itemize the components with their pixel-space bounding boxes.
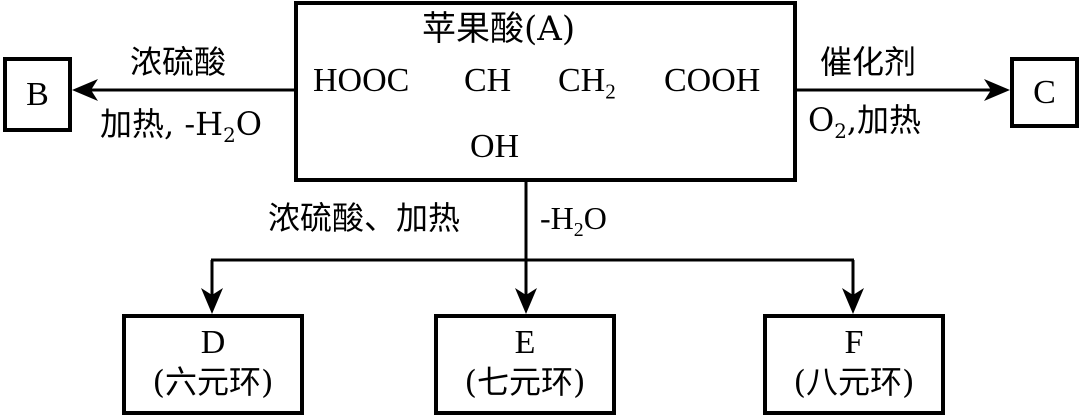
product-c-box	[1010, 57, 1079, 128]
product-b-box	[3, 57, 72, 132]
down-condition-text: -H	[540, 200, 574, 236]
formula-ch2-sub: 2	[605, 79, 616, 104]
left-condition-above: 浓硫酸	[130, 43, 227, 81]
product-c-label: C	[1033, 74, 1056, 111]
left-condition-below: 加热, -H2O	[100, 105, 262, 145]
left-condition-sub: 2	[223, 123, 236, 147]
formula-oh: OH	[470, 128, 520, 165]
product-f-letter: F	[844, 324, 864, 361]
down-condition-sub: 2	[573, 218, 584, 241]
left-condition-text: 加热, -H	[100, 105, 224, 143]
formula-ch: CH	[464, 62, 512, 99]
formula-ch2: CH2	[558, 62, 616, 102]
product-e-box	[434, 314, 616, 415]
right-condition-o: O	[808, 101, 835, 139]
arrow-to-e-head	[515, 288, 537, 314]
product-e-ring: (七元环)	[464, 363, 586, 401]
product-d-box	[122, 314, 304, 415]
product-b-label: B	[26, 76, 49, 113]
product-f-ring: (八元环)	[793, 363, 915, 401]
formula-ch2-base: CH	[558, 62, 606, 99]
right-condition-sub: 2	[834, 119, 847, 143]
arrow-to-d-head	[201, 288, 223, 314]
down-condition-end: O	[583, 200, 607, 236]
down-condition-left: 浓硫酸、加热	[268, 199, 461, 237]
malic-acid-box	[294, 1, 797, 182]
right-condition-below: O2,加热	[808, 101, 922, 141]
right-condition-text: ,加热	[846, 101, 922, 139]
formula-hooc: HOOC	[313, 62, 410, 99]
right-condition-above: 催化剂	[820, 43, 917, 81]
arrow-to-f-head	[842, 288, 864, 314]
product-d-letter: D	[200, 324, 226, 361]
arrow-to-c-head	[984, 79, 1010, 101]
formula-cooh: COOH	[664, 62, 761, 99]
malic-acid-title: 苹果酸(A)	[422, 9, 576, 49]
arrow-to-b-head	[72, 79, 98, 101]
product-f-box	[763, 314, 945, 415]
left-condition-end: O	[235, 105, 262, 143]
down-condition-right: -H2O	[540, 200, 607, 240]
product-e-letter: E	[514, 324, 536, 361]
product-d-ring: (六元环)	[152, 363, 274, 401]
